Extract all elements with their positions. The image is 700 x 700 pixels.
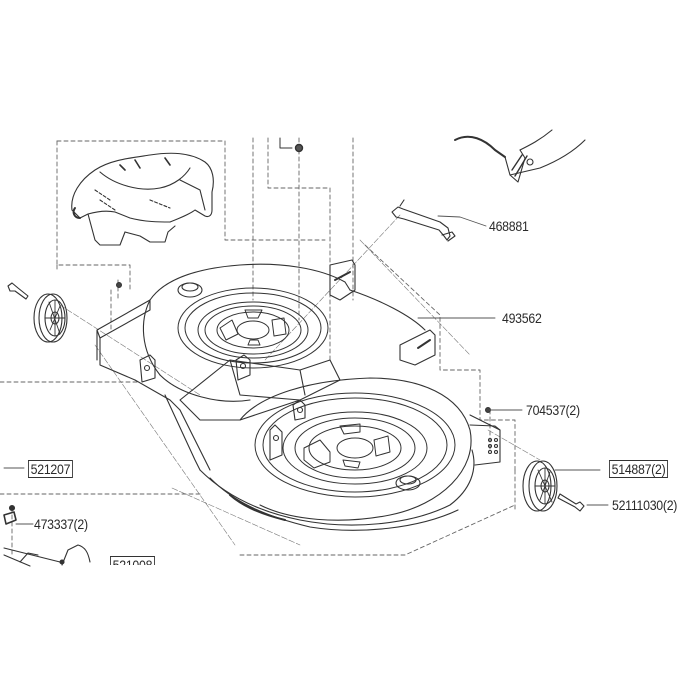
left-wheel-bolt	[7, 282, 29, 300]
part-number-text: 52111030(2)	[612, 497, 678, 513]
part-number-text: 473337(2)	[34, 516, 88, 532]
alignment-lines	[59, 214, 541, 546]
right-spindle-pulley[interactable]	[254, 392, 456, 498]
deck-housing[interactable]	[96, 263, 501, 531]
part-number-text: 521008	[112, 557, 153, 565]
deck-mounting-brackets	[139, 259, 436, 461]
right-gauge-wheel[interactable]	[522, 460, 558, 512]
deck-lift-hook[interactable]	[391, 199, 456, 242]
part-number-text: 704537(2)	[526, 402, 580, 418]
left-spindle-pulley[interactable]	[177, 287, 329, 369]
right-wheel-bolt	[557, 493, 585, 512]
callout-473337[interactable]: 473337(2)	[34, 516, 88, 532]
callout-704537[interactable]: 704537(2)	[526, 402, 580, 418]
part-number-text: 514887(2)	[611, 461, 666, 477]
callout-493562[interactable]: 493562	[502, 310, 542, 326]
callout-468881[interactable]: 468881	[489, 218, 529, 234]
belt-cover-shield[interactable]	[71, 152, 214, 246]
callout-52111030[interactable]: 52111030(2)	[612, 497, 677, 513]
callout-521008-partial[interactable]: 521008	[110, 556, 155, 565]
upper-right-partial-component	[454, 129, 586, 183]
leader-lines	[3, 215, 609, 525]
assembly-guide-lines	[0, 137, 516, 556]
top-nut	[279, 137, 304, 153]
left-nut	[116, 282, 122, 288]
callout-514887[interactable]: 514887(2)	[609, 460, 669, 478]
part-number-text: 521207	[30, 461, 71, 477]
part-number-text: 468881	[489, 218, 529, 234]
left-gauge-wheel[interactable]	[33, 293, 68, 343]
callout-521207[interactable]: 521207	[28, 460, 73, 478]
lower-left-partial-component	[3, 504, 91, 567]
part-number-text: 493562	[502, 310, 542, 326]
